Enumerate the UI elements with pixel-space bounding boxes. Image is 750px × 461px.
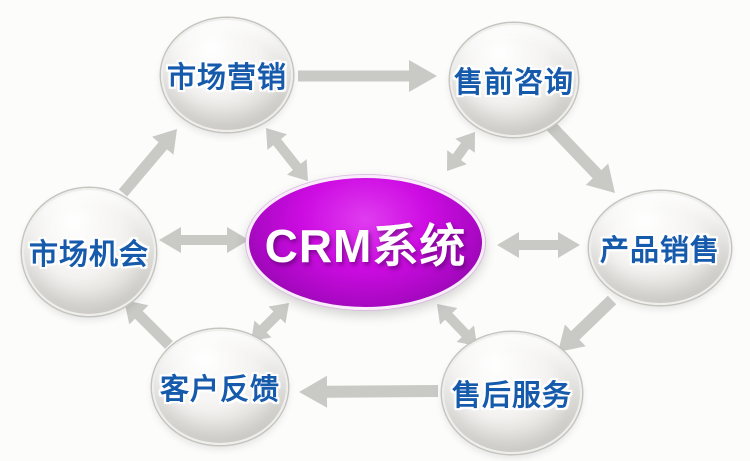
node-market-opportunity: 市场机会 (22, 188, 156, 316)
node-market-opportunity-label: 市场机会 (28, 239, 149, 271)
node-presales: 售前咨询 (450, 23, 578, 137)
node-crm-center-label: CRM系统 (264, 219, 467, 272)
node-product-sales-label: 产品销售 (599, 235, 720, 267)
arrow-presales-crm (447, 132, 475, 171)
node-product-sales: 产品销售 (589, 191, 731, 305)
node-after-sales: 售后服务 (442, 332, 582, 454)
arrow-presales-to-product-sales (544, 119, 615, 193)
node-crm-center: CRM系统 (246, 175, 485, 310)
node-customer-feedback-label: 客户反馈 (159, 374, 280, 406)
arrow-opportunity-to-marketing (118, 129, 177, 197)
arrow-crm-product-sales (497, 232, 580, 258)
arrow-marketing-to-presales (298, 60, 437, 92)
arrow-opportunity-crm (159, 227, 249, 253)
arrow-crm-aftersales (437, 304, 477, 346)
arrow-product-sales-to-aftersales (558, 295, 617, 352)
node-customer-feedback: 客户反馈 (152, 329, 288, 445)
node-presales-label: 售前咨询 (453, 67, 574, 99)
arrow-marketing-crm (266, 128, 308, 181)
arrow-aftersales-to-feedback (299, 375, 438, 408)
arrow-crm-feedback (251, 303, 289, 341)
node-after-sales-label: 售后服务 (451, 380, 572, 412)
arrow-feedback-to-opportunity (124, 300, 173, 349)
node-marketing-label: 市场营销 (166, 62, 287, 94)
node-marketing: 市场营销 (161, 18, 293, 132)
